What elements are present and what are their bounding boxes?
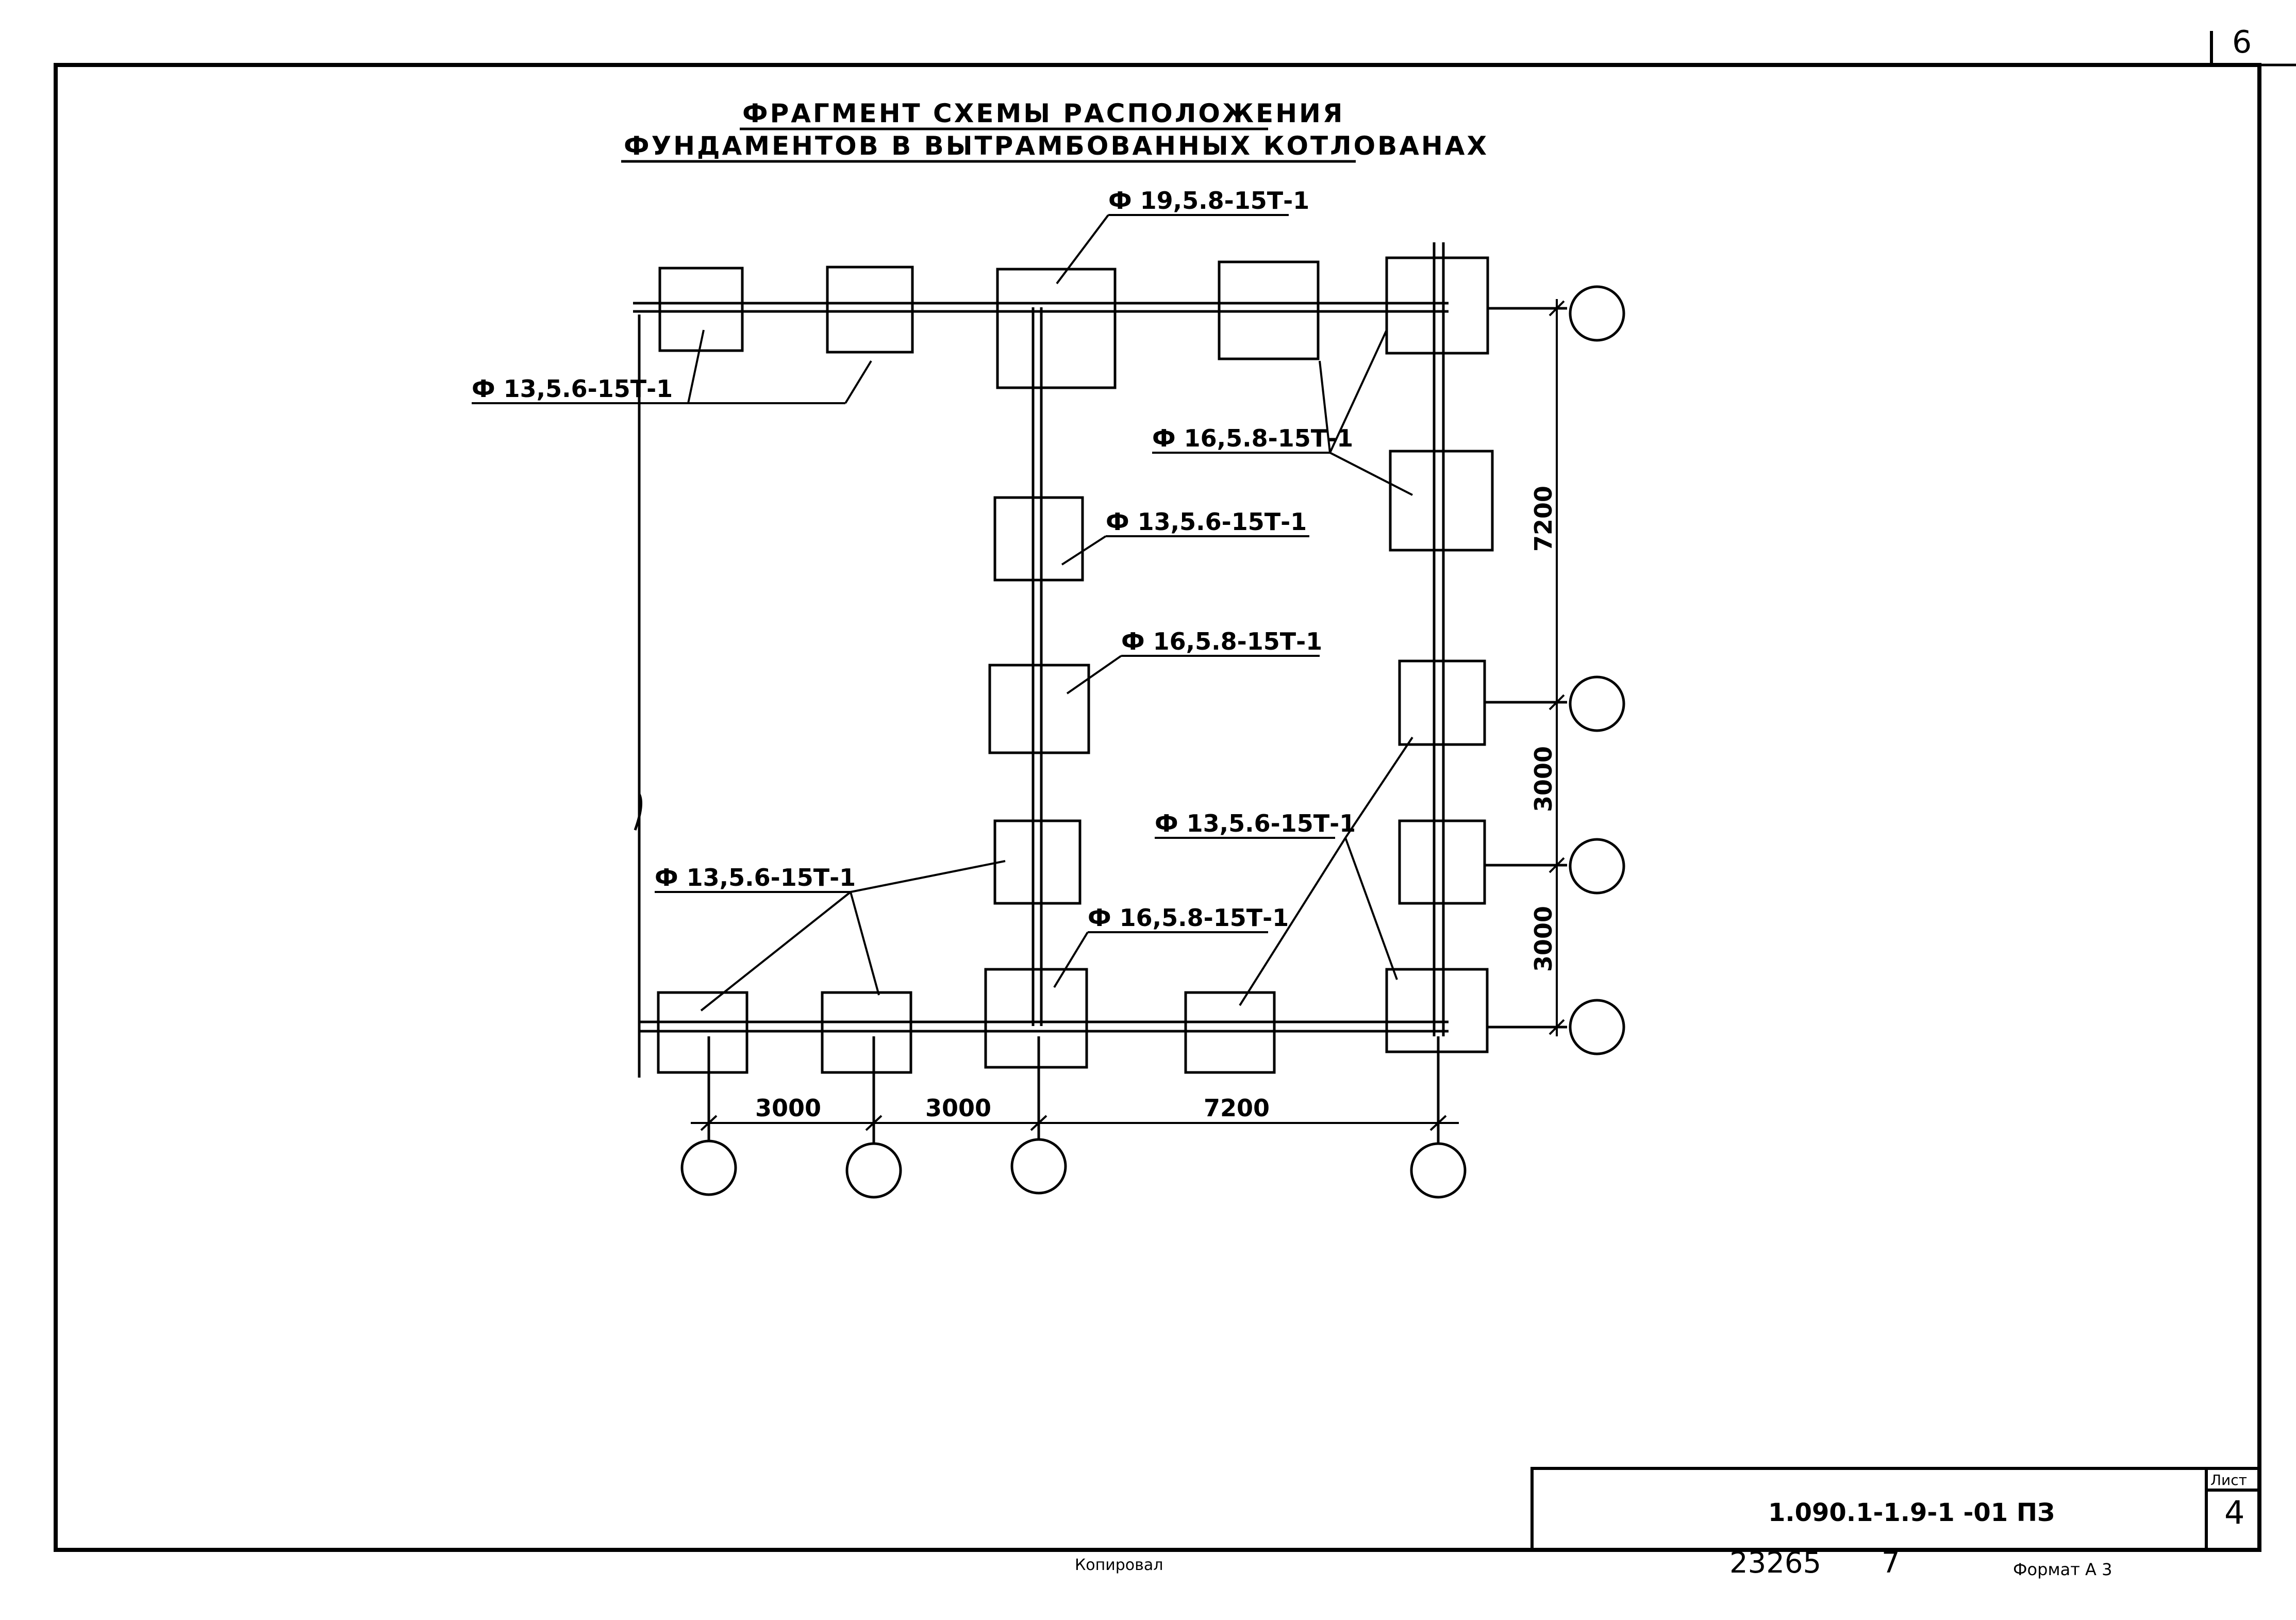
foundation-top-4: [1218, 260, 1320, 360]
axis-marker-bottom-4: [1410, 1142, 1467, 1199]
foundation-bottom-3: [984, 968, 1088, 1069]
dim-right-2: 3000: [1529, 746, 1557, 812]
foundation-bottom-2: [821, 991, 912, 1074]
axis-marker-right-1: [1569, 285, 1625, 342]
inventory-number: 23265: [1729, 1546, 1821, 1580]
dim-bottom-3: 7200: [1204, 1094, 1270, 1122]
dim-right-1: 7200: [1529, 486, 1557, 552]
axis-marker-bottom-3: [1010, 1138, 1067, 1195]
document-code: 1.090.1-1.9-1 -01 ПЗ: [1768, 1498, 2055, 1527]
callout-bottom-left: Ф 13,5.6-15Т-1: [655, 864, 856, 891]
inventory-suffix: 7: [1882, 1546, 1900, 1580]
foundation-top-3: [996, 268, 1117, 389]
dim-bottom-1: 3000: [755, 1094, 821, 1122]
sheet-label: Лист: [2210, 1472, 2247, 1489]
title-line-1: ФРАГМЕНТ СХЕМЫ РАСПОЛОЖЕНИЯ: [742, 98, 1344, 128]
axis-marker-right-2: [1569, 675, 1625, 732]
foundation-mid-1: [993, 496, 1084, 582]
dim-right-3: 3000: [1529, 906, 1557, 972]
callout-top-left: Ф 13,5.6-15Т-1: [472, 375, 673, 403]
foundation-right-1: [1389, 450, 1494, 552]
axis-marker-bottom-1: [680, 1139, 737, 1196]
title-block: [1530, 1467, 2261, 1551]
callout-bottom-right: Ф 13,5.6-15Т-1: [1155, 809, 1356, 837]
axis-marker-bottom-2: [845, 1142, 902, 1199]
grid-axes: [680, 285, 1625, 1199]
callout-mid-upper: Ф 13,5.6-15Т-1: [1106, 508, 1307, 536]
callout-top-center: Ф 19,5.8-15Т-1: [1108, 187, 1309, 214]
copied-by: Копировал: [1075, 1556, 1163, 1574]
dim-bottom-2: 3000: [925, 1094, 991, 1122]
break-mark: [634, 793, 643, 831]
grade-beams: [633, 242, 1449, 1078]
axis-marker-right-4: [1569, 999, 1625, 1055]
callout-right-upper: Ф 16,5.8-15Т-1: [1152, 424, 1353, 452]
callout-mid-lower: Ф 16,5.8-15Т-1: [1121, 627, 1322, 655]
callout-leaders: [472, 214, 1413, 1012]
callout-bottom-mid: Ф 16,5.8-15Т-1: [1088, 904, 1289, 932]
drawing-title: ФРАГМЕНТ СХЕМЫ РАСПОЛОЖЕНИЯ ФУНДАМЕНТОВ …: [621, 98, 1489, 163]
corner-page-number: 6: [2232, 24, 2252, 60]
axis-marker-right-3: [1569, 838, 1625, 895]
format-label: Формат А 3: [2013, 1560, 2112, 1579]
foundation-top-1: [658, 267, 744, 352]
foundation-mid-2: [988, 664, 1090, 754]
foundation-top-2: [826, 266, 914, 354]
foundation-top-5: [1385, 256, 1489, 355]
foundations: [657, 256, 1494, 1074]
sheet-frame: [54, 31, 2296, 1552]
foundation-right-3: [1398, 819, 1486, 905]
title-line-2: ФУНДАМЕНТОВ В ВЫТРАМБОВАННЫХ КОТЛОВАНАХ: [624, 131, 1489, 161]
foundation-mid-3: [993, 819, 1082, 905]
dimension-lines: [691, 299, 1565, 1131]
foundation-bottom-4: [1184, 991, 1276, 1074]
foundation-bottom-1: [657, 991, 748, 1074]
sheet-number: 4: [2224, 1494, 2244, 1531]
